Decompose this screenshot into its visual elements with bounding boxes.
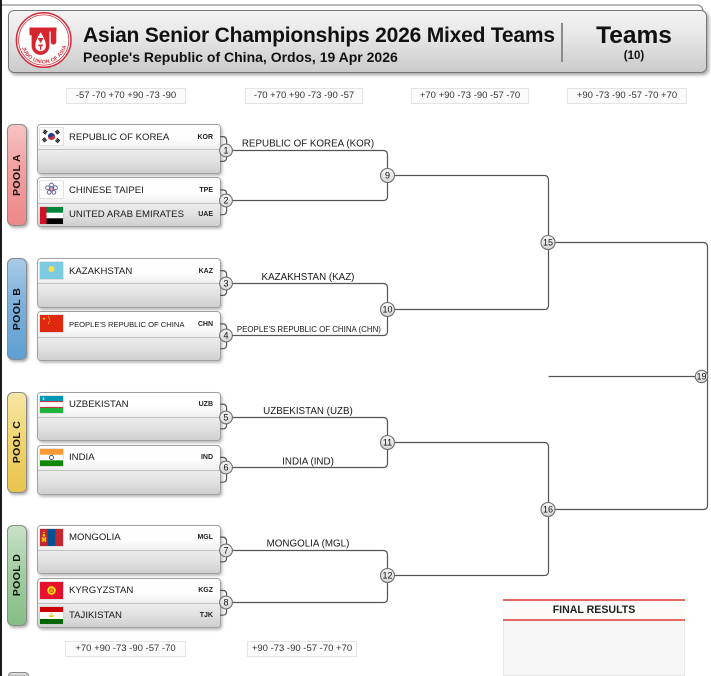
svg-text:15: 15	[543, 238, 553, 248]
svg-text:REPUBLIC OF KOREA (KOR): REPUBLIC OF KOREA (KOR)	[242, 139, 374, 150]
svg-text:4: 4	[223, 331, 228, 341]
svg-text:16: 16	[543, 505, 553, 515]
svg-text:5: 5	[223, 413, 228, 423]
svg-text:PEOPLE'S REPUBLIC OF CHINA (CH: PEOPLE'S REPUBLIC OF CHINA (CHN)	[237, 325, 381, 334]
svg-text:11: 11	[383, 438, 392, 448]
svg-text:12: 12	[382, 571, 392, 581]
svg-text:MONGOLIA (MGL): MONGOLIA (MGL)	[267, 539, 350, 550]
svg-text:6: 6	[223, 463, 228, 473]
svg-text:UZBEKISTAN (UZB): UZBEKISTAN (UZB)	[263, 406, 353, 417]
svg-text:7: 7	[223, 546, 228, 556]
svg-text:3: 3	[223, 279, 228, 289]
svg-text:INDIA (IND): INDIA (IND)	[282, 457, 334, 468]
svg-text:8: 8	[223, 598, 228, 608]
svg-text:KAZAKHSTAN (KAZ): KAZAKHSTAN (KAZ)	[262, 272, 355, 283]
svg-text:10: 10	[382, 305, 392, 315]
svg-text:1: 1	[223, 146, 228, 156]
svg-text:2: 2	[223, 196, 228, 206]
svg-text:9: 9	[385, 171, 390, 181]
svg-text:19: 19	[696, 372, 706, 382]
